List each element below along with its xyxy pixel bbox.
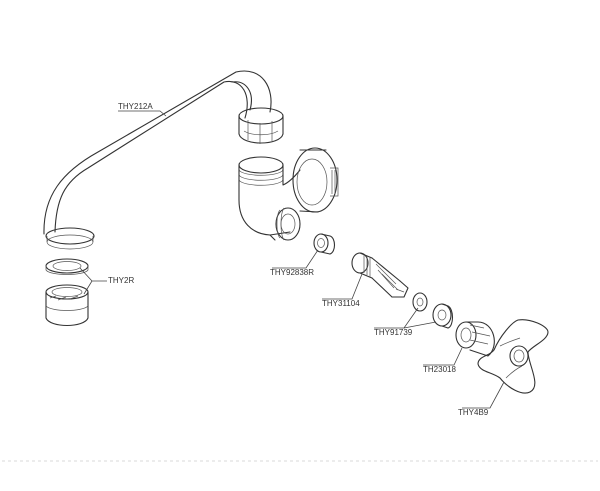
label-small-washer: THY92838R — [270, 268, 314, 277]
aerator-washer — [45, 258, 89, 275]
bonnet-nut — [455, 321, 495, 357]
spindle — [351, 252, 409, 298]
label-washer-ring: THY91739 — [374, 328, 413, 337]
label-bonnet-nut: TH23018 — [423, 365, 456, 374]
label-handle: THY4B9 — [458, 408, 489, 417]
label-aerator: THY2R — [108, 276, 134, 285]
faucet-body — [238, 147, 339, 241]
handle — [477, 319, 549, 394]
label-spindle: THY31104 — [322, 299, 360, 308]
leader-lines — [79, 110, 505, 409]
small-washer — [313, 233, 336, 255]
spout-nut — [238, 107, 284, 144]
label-spout: THY212A — [118, 102, 153, 111]
washer-ring — [412, 292, 454, 329]
aerator-body — [45, 284, 89, 327]
spout-tube — [43, 70, 272, 250]
